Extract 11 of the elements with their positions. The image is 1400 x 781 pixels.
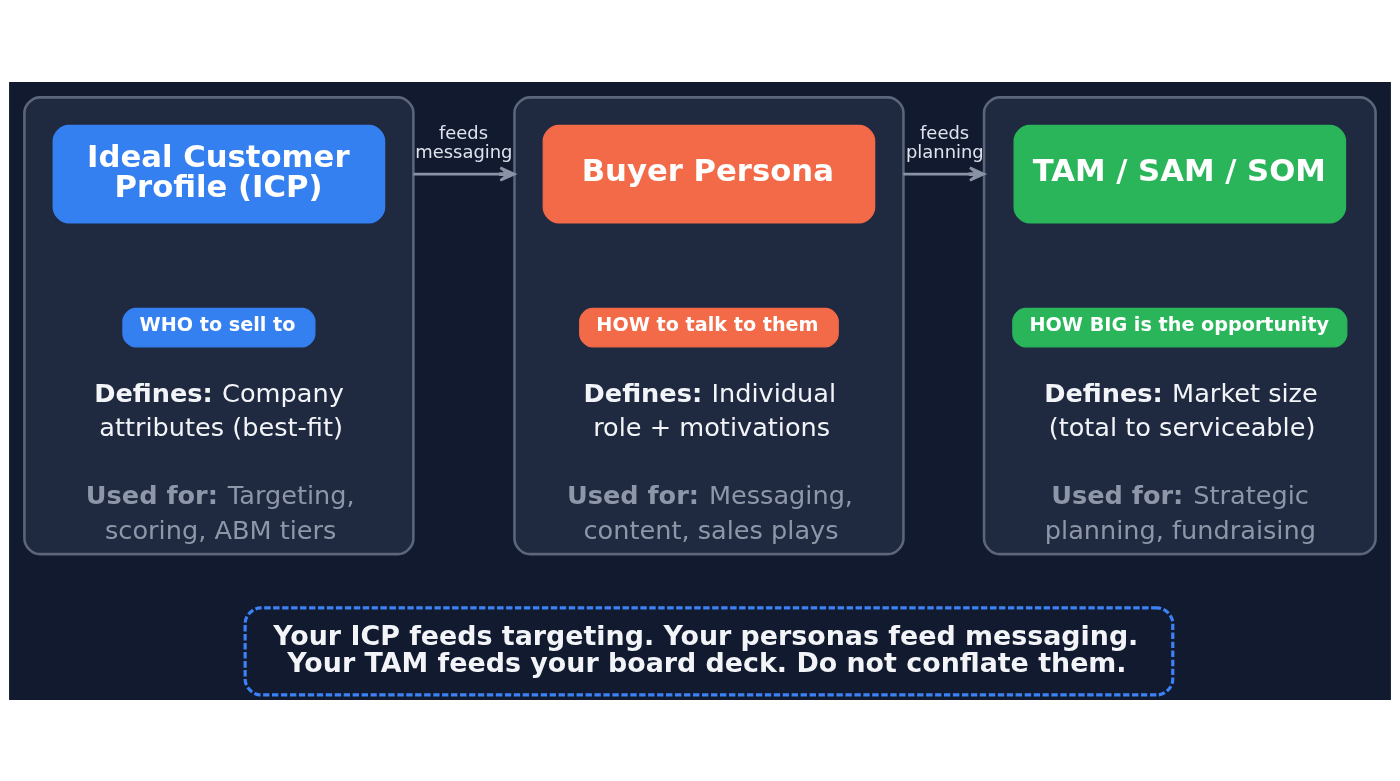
node-box: Your ICP feeds targeting. Your personas feed messaging. Your TAM feeds your board deck. Do not conflate them. (243, 605, 1175, 696)
node-box: TAM / SAM / SOM (1013, 124, 1347, 223)
node-box: Buyer Persona (542, 124, 876, 223)
node-box: Ideal Customer Profile (ICP) (52, 124, 386, 223)
node-box: WHO to sell to (122, 307, 316, 347)
node-box: HOW BIG is the opportunity (1012, 307, 1348, 347)
arrow (903, 166, 986, 182)
node-box: HOW to talk to them (579, 307, 839, 347)
edge-label: feeds planning (906, 121, 984, 162)
edge-label: feeds messaging (415, 121, 513, 162)
arrow (413, 166, 516, 182)
